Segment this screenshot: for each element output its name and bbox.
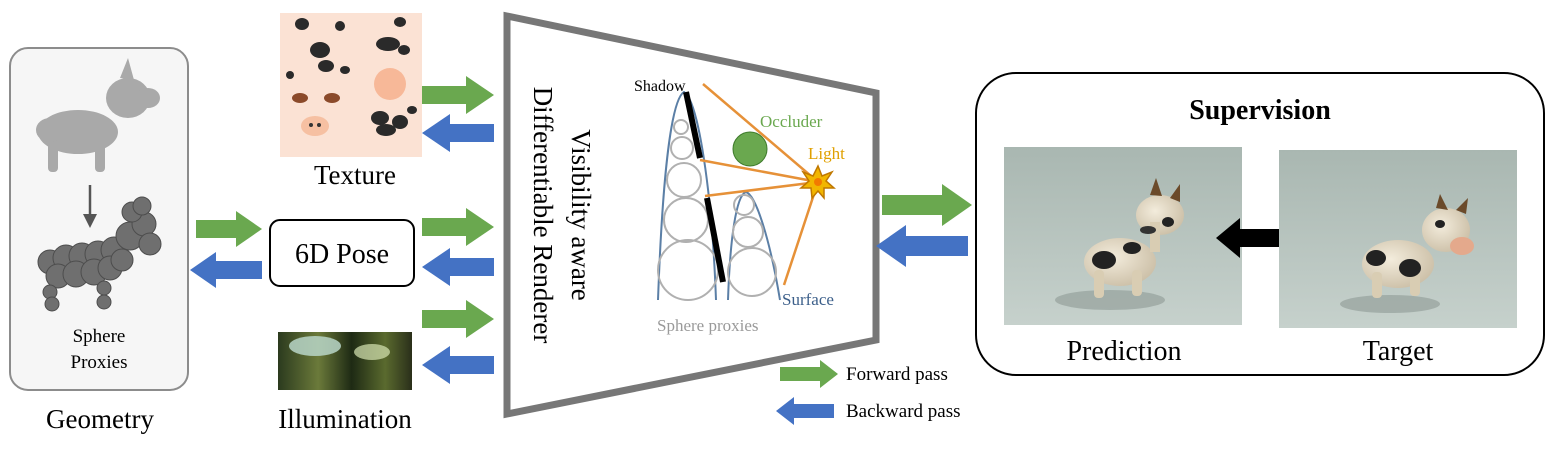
illumination-highlight-2 xyxy=(354,344,390,360)
texture-nostril-right xyxy=(317,123,321,127)
light-star-icon xyxy=(799,164,836,201)
texture-muzzle xyxy=(301,116,329,136)
prediction-shadow xyxy=(1055,290,1165,310)
legend-backward-arrow xyxy=(776,397,834,425)
pose-box xyxy=(269,219,415,287)
geometry-backward-arrow xyxy=(190,252,262,288)
target-shadow xyxy=(1340,295,1440,313)
legend-backward-label: Backward pass xyxy=(846,401,961,422)
geometry-mesh-icon xyxy=(36,58,160,172)
geometry-sphere-label-line2: Proxies xyxy=(71,352,128,373)
texture-backward-arrow xyxy=(422,114,494,152)
sphere-proxies-label: Sphere proxies xyxy=(657,316,759,335)
target-caption: Target xyxy=(1363,336,1434,367)
light-rays xyxy=(699,83,820,286)
geometry-caption: Geometry xyxy=(46,404,154,434)
renderer-forward-arrow xyxy=(882,184,972,226)
pose-forward-arrow xyxy=(422,208,494,246)
pose-backward-arrow xyxy=(422,248,494,286)
texture-ear-right xyxy=(324,93,340,103)
legend-forward-label: Forward pass xyxy=(846,364,948,385)
geometry-sphere-label-line1: Sphere xyxy=(73,326,126,347)
legend-forward-arrow xyxy=(780,360,838,388)
light-label: Light xyxy=(808,144,845,163)
illumination-forward-arrow xyxy=(422,300,494,338)
illumination-caption: Illumination xyxy=(278,404,412,434)
supervision-title: Supervision xyxy=(1189,95,1331,126)
geometry-forward-arrow xyxy=(196,211,262,247)
prediction-caption: Prediction xyxy=(1066,336,1181,367)
illumination-backward-arrow xyxy=(422,346,494,384)
texture-forward-arrow xyxy=(422,76,494,114)
sphere-proxy-mesh-icon xyxy=(37,196,162,312)
renderer-trapezoid xyxy=(503,11,880,419)
shadow-segment-lower xyxy=(704,197,726,283)
renderer-backward-arrow xyxy=(876,225,968,267)
pose-label: 6D Pose xyxy=(295,239,389,270)
target-cow xyxy=(1362,194,1474,298)
sphere-proxy-circles xyxy=(657,119,777,301)
texture-nostril-left xyxy=(309,123,313,127)
texture-caption: Texture xyxy=(314,160,396,190)
texture-spots xyxy=(286,17,417,136)
prediction-cow xyxy=(1084,178,1184,298)
renderer-title-line2: Differentiable Renderer xyxy=(528,87,558,344)
renderer-title-line1: Visibility aware xyxy=(566,129,596,301)
shadow-segment-upper xyxy=(683,91,703,159)
geometry-down-arrow-icon xyxy=(83,185,97,228)
shadow-label: Shadow xyxy=(634,78,686,95)
texture-nose-patch xyxy=(374,68,406,100)
surface-label: Surface xyxy=(782,290,834,309)
illumination-highlight xyxy=(289,336,341,356)
occluder-label: Occluder xyxy=(760,112,823,131)
occluder-sphere xyxy=(732,131,768,167)
texture-ear-left xyxy=(292,93,308,103)
